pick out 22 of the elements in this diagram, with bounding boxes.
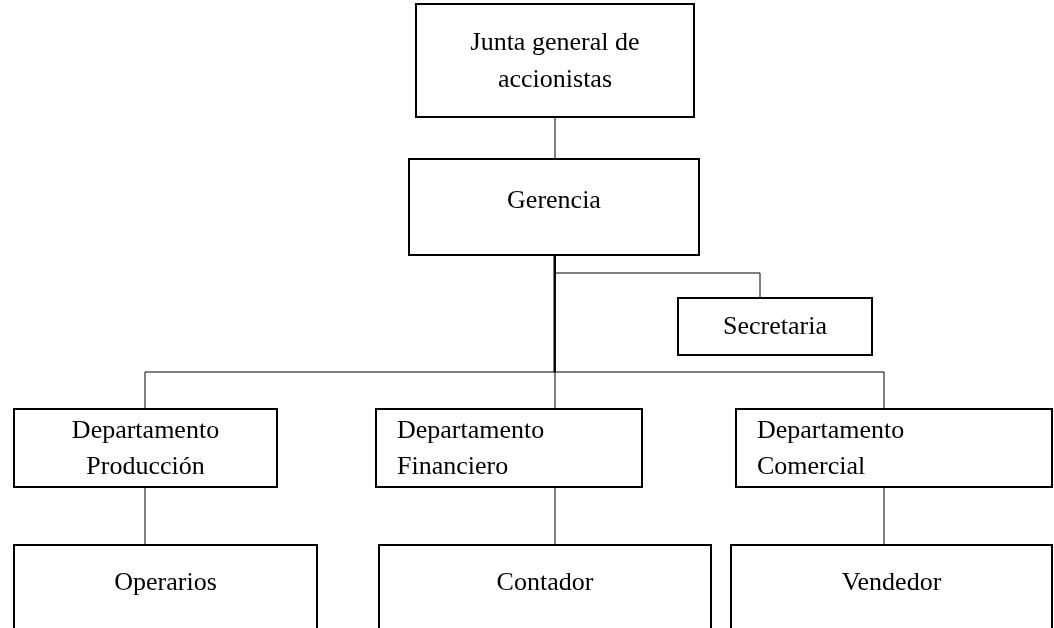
connector-line	[883, 487, 885, 545]
box-label: Secretaria	[722, 310, 828, 343]
org-box	[13, 408, 278, 488]
box-label: Departamento Financiero	[397, 413, 546, 482]
org-box	[378, 544, 712, 628]
box-label: Departamento Producción	[70, 413, 221, 482]
connector-line	[144, 487, 146, 545]
org-box	[677, 297, 873, 356]
box-label: Vendedor	[840, 566, 943, 598]
org-box	[375, 408, 643, 488]
org-box	[735, 408, 1053, 488]
connector-line	[554, 487, 556, 545]
org-box	[408, 158, 700, 256]
connector-line	[554, 255, 885, 409]
org-box	[415, 3, 695, 118]
box-label: Departamento Comercial	[757, 413, 906, 482]
org-box	[730, 544, 1053, 628]
box-label: Contador	[495, 566, 595, 598]
box-label: Gerencia	[506, 184, 602, 216]
box-label: Junta general de accionistas	[469, 26, 641, 95]
box-label: Operarios	[113, 566, 218, 598]
org-box	[13, 544, 318, 628]
